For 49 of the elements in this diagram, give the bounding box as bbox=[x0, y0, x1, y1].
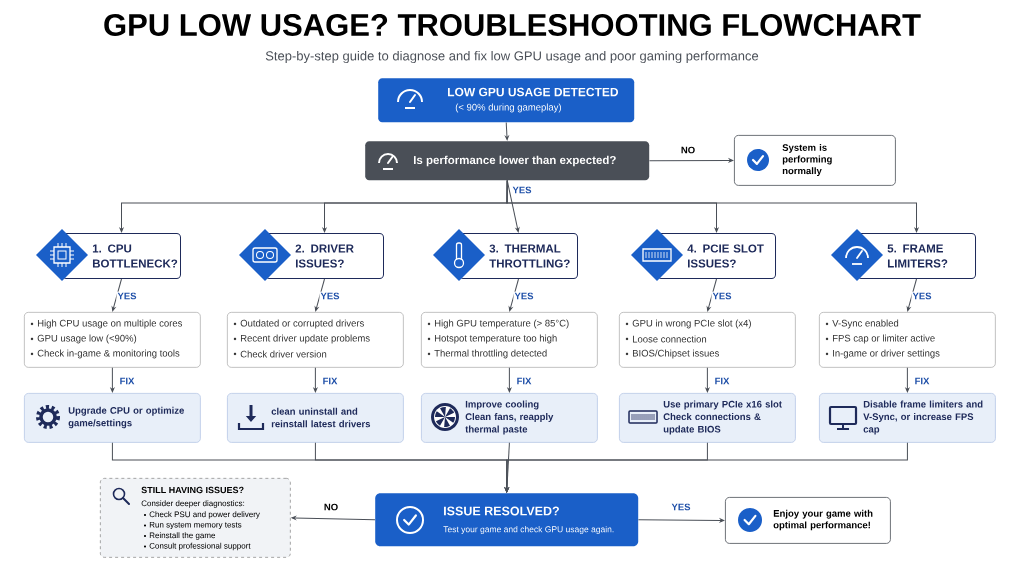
edge-label: NO bbox=[679, 145, 697, 155]
edge-label: YES bbox=[116, 291, 138, 301]
arrow bbox=[505, 442, 510, 493]
edge-label: YES bbox=[513, 291, 535, 301]
decision-box: Is performance lower than expected? bbox=[365, 141, 650, 181]
arrow bbox=[313, 367, 318, 393]
edge-label: FIX bbox=[118, 376, 136, 386]
arrow bbox=[111, 278, 122, 312]
arrow bbox=[504, 442, 908, 493]
edge-label: YES bbox=[670, 502, 692, 512]
symptom-box: High CPU usage on multiple cores GPU usage low (<90%) Check in-game & monitoring tools bbox=[24, 312, 201, 368]
title: GPU LOW USAGE? TROUBLESHOOTING FLOWCHART bbox=[104, 14, 921, 36]
fix-box: clean uninstall and reinstall latest drivers bbox=[227, 393, 404, 443]
fix-box: Upgrade CPU or optimize game/settings bbox=[24, 393, 201, 443]
note-box: STILL HAVING ISSUES? Consider deeper diagnostics: Check PSU and power delivery Run system memory tests Reinstall the game Consult professional support bbox=[100, 478, 291, 558]
edge-label: YES bbox=[319, 291, 341, 301]
symptom-box: Outdated or corrupted drivers Recent driver update problems Check driver version bbox=[227, 312, 404, 368]
arrow bbox=[906, 278, 917, 312]
arrow bbox=[507, 367, 512, 393]
edge-label: FIX bbox=[321, 376, 339, 386]
edge-label: FIX bbox=[913, 376, 931, 386]
fix-box: Use primary PCIe x16 slot Check connections & update BIOS bbox=[619, 393, 796, 443]
start-box: LOW GPU USAGE DETECTED (< 90% during gameplay) bbox=[378, 78, 635, 123]
arrow bbox=[705, 367, 710, 393]
result-box: System is performing normally bbox=[734, 135, 896, 186]
symptom-box: V-Sync enabled FPS cap or limiter active In-game or driver settings bbox=[819, 312, 996, 368]
arrow bbox=[905, 367, 910, 393]
fix-box: Improve cooling Clean fans, reapply thermal paste bbox=[421, 393, 598, 443]
edge-label: YES bbox=[711, 291, 733, 301]
arrow bbox=[508, 278, 519, 312]
edge-label: FIX bbox=[515, 376, 533, 386]
symptom-box: High GPU temperature (> 85°C) Hotspot temperature too high Thermal throttling detected bbox=[421, 312, 598, 368]
arrow bbox=[314, 278, 325, 312]
result-box: ISSUE RESOLVED? Test your game and check GPU usage again. bbox=[375, 493, 639, 547]
arrow bbox=[506, 179, 919, 233]
arrow bbox=[637, 518, 725, 523]
arrow bbox=[505, 121, 509, 141]
result-box: Enjoy your game with optimal performance! bbox=[725, 497, 891, 544]
fix-box: Disable frame limiters and V-Sync, or increase FPS cap bbox=[819, 393, 996, 443]
arrow bbox=[110, 367, 115, 393]
edge-label: FIX bbox=[713, 376, 731, 386]
edge-label: NO bbox=[322, 502, 340, 512]
edge-label: YES bbox=[511, 185, 533, 195]
subtitle: Step-by-step guide to diagnose and fix low GPU usage and poor gaming performance bbox=[265, 50, 759, 64]
arrow bbox=[648, 158, 734, 163]
arrow bbox=[706, 278, 717, 312]
arrow bbox=[291, 516, 376, 521]
symptom-box: GPU in wrong PCIe slot (x4) Loose connection BIOS/Chipset issues bbox=[619, 312, 796, 368]
edge-label: YES bbox=[911, 291, 933, 301]
